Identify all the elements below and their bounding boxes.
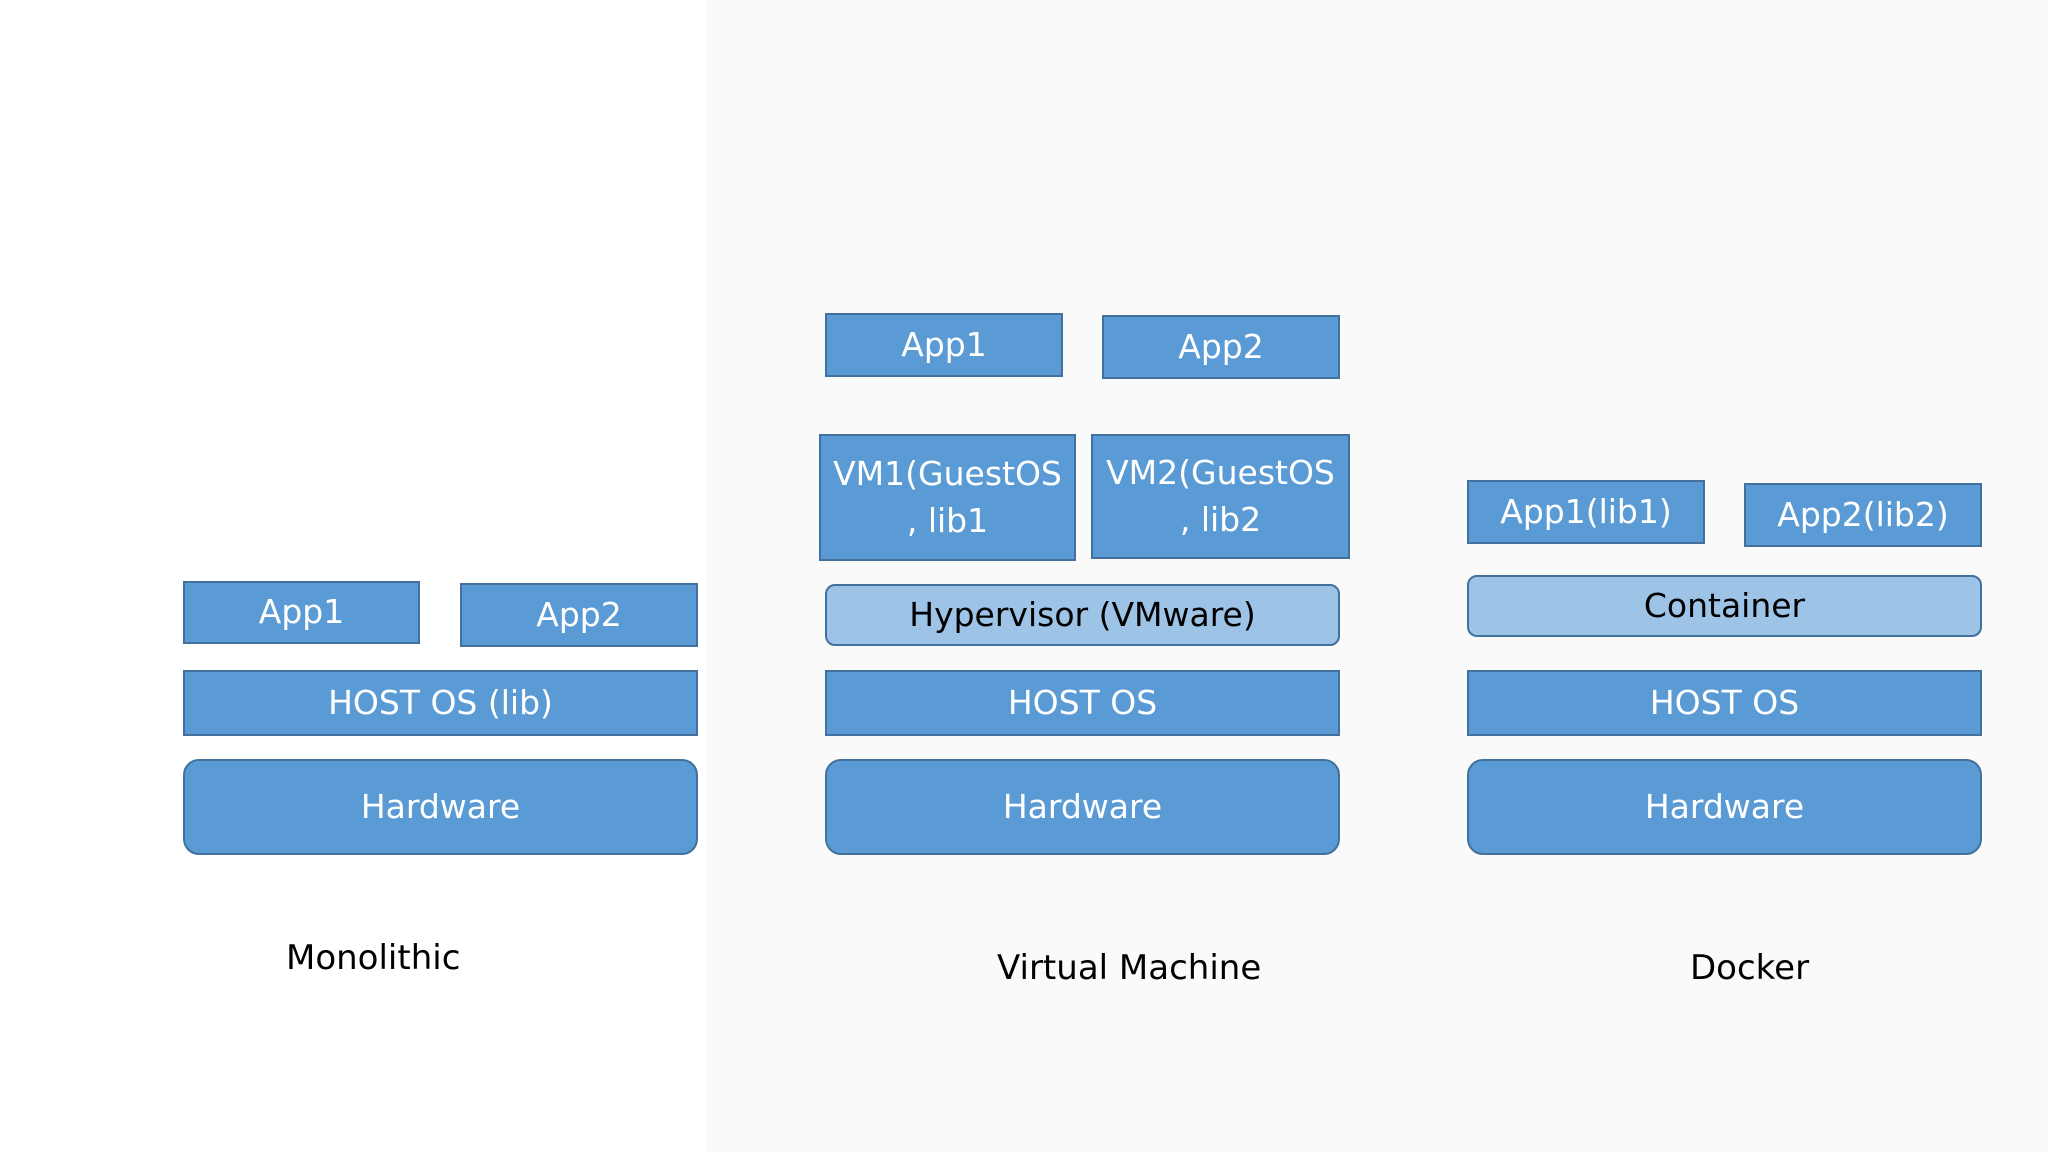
hypervisor-box: Hypervisor (VMware) [825,584,1340,646]
vm-app1-box: App1 [825,313,1063,377]
vm1-guestos-box: VM1(GuestOS , lib1 [819,434,1076,561]
vm-hardware-box: Hardware [825,759,1340,855]
vm2-guestos-box: VM2(GuestOS , lib2 [1091,434,1350,559]
mono-host-os-box: HOST OS (lib) [183,670,698,736]
docker-host-os-box: HOST OS [1467,670,1982,736]
vm-host-os-box: HOST OS [825,670,1340,736]
docker-app1-box: App1(lib1) [1467,480,1705,544]
vm-caption: Virtual Machine [997,948,1262,988]
mono-app2-box: App2 [460,583,698,647]
docker-app2-box: App2(lib2) [1744,483,1982,547]
container-box: Container [1467,575,1982,637]
mono-app1-box: App1 [183,581,420,644]
mono-caption: Monolithic [286,938,461,978]
docker-caption: Docker [1690,948,1810,988]
mono-hardware-box: Hardware [183,759,698,855]
vm-app2-box: App2 [1102,315,1340,379]
docker-hardware-box: Hardware [1467,759,1982,855]
